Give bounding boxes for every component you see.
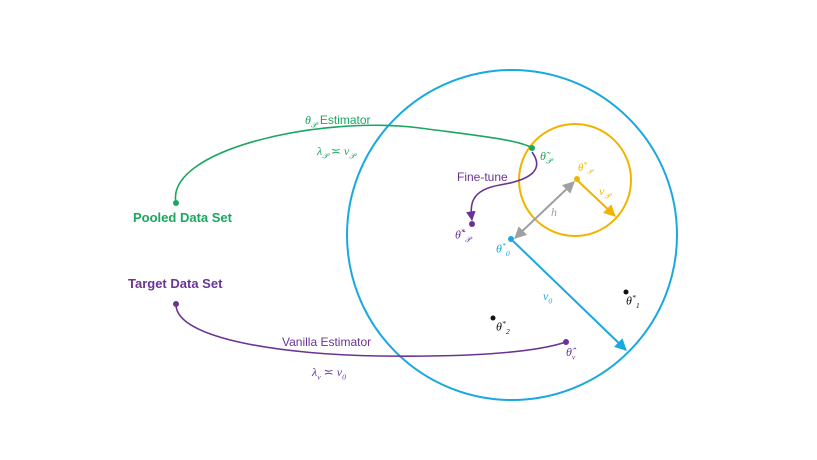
v-p-arrow bbox=[576, 179, 616, 217]
h-label: h bbox=[551, 205, 557, 219]
h-arrow bbox=[514, 181, 575, 239]
lambda-v-relation: λv ≍ v0 bbox=[312, 365, 346, 382]
pooled-estimator-curve bbox=[174, 124, 533, 204]
v-0-label: v0 bbox=[543, 289, 553, 306]
theta-2-star-label: θ*2 bbox=[496, 319, 510, 336]
theta-1-star-dot bbox=[623, 289, 629, 295]
lambda-p-relation: λ𝒫 ≍ v𝒫 bbox=[317, 144, 355, 161]
fine-tune-label: Fine-tune bbox=[457, 170, 508, 184]
pooled-estimator-label: θ𝒫 Estimator bbox=[305, 113, 371, 130]
vanilla-estimator-label: Vanilla Estimator bbox=[282, 335, 372, 349]
outer-blue-ball bbox=[346, 69, 678, 401]
theta-tilde-p-star-dot bbox=[469, 221, 475, 227]
pooled-data-dot bbox=[173, 200, 179, 206]
theta-p-star-label: θ*𝒫 bbox=[578, 161, 593, 177]
v-0-arrow bbox=[512, 240, 627, 351]
theta-tilde-p-dot bbox=[529, 145, 535, 151]
theta-1-star-label: θ*1 bbox=[626, 293, 640, 310]
fine-tune-curve bbox=[466, 151, 538, 221]
theta-hat-v-dot bbox=[563, 339, 569, 345]
theta-tilde-p-label: θ̃𝒫 bbox=[540, 149, 552, 166]
target-data-dot bbox=[173, 301, 179, 307]
theta-0-star-dot bbox=[508, 236, 514, 242]
theta-0-star-label: θ*0 bbox=[496, 241, 510, 258]
theta-tilde-p-star-label: θ̃*𝒫 bbox=[455, 227, 471, 244]
theta-p-star-dot bbox=[574, 176, 580, 182]
theta-2-star-dot bbox=[490, 315, 496, 321]
theta-hat-v-label: θ̂v bbox=[566, 345, 576, 362]
pooled-data-set-label: Pooled Data Set bbox=[133, 210, 232, 225]
vanilla-estimator-curve bbox=[175, 303, 567, 357]
v-p-label: v𝒫 bbox=[599, 184, 610, 201]
target-data-set-label: Target Data Set bbox=[128, 276, 223, 291]
